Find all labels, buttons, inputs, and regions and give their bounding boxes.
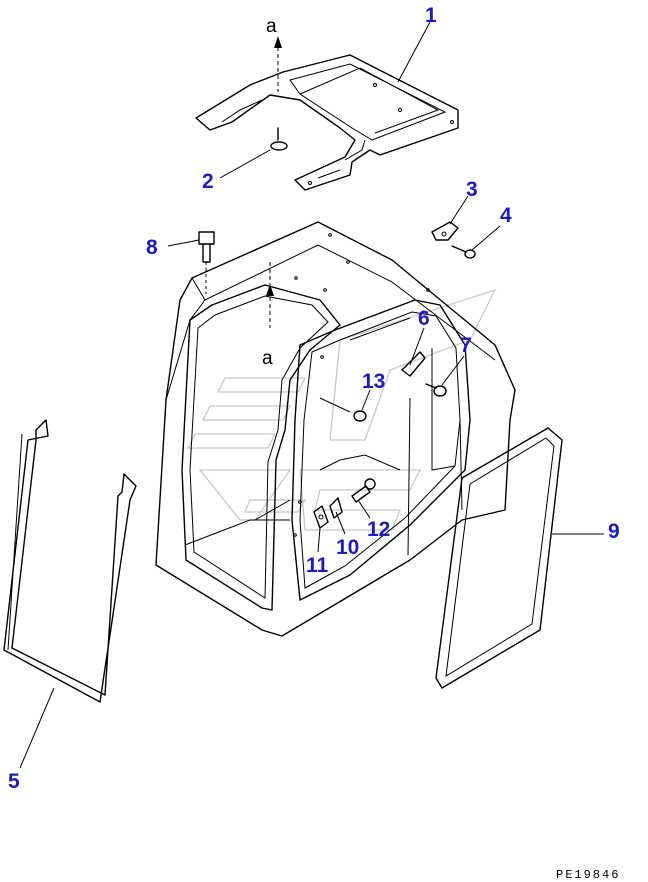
part-9-window-seal <box>435 427 563 689</box>
part-7-bolt <box>425 383 447 397</box>
view-arrow-top <box>274 36 282 92</box>
callout-11: 11 <box>306 554 329 577</box>
view-arrow-cab <box>266 262 274 328</box>
callout-labels: 1 2 3 4 5 6 7 8 9 10 11 12 13 <box>8 4 620 793</box>
callout-5: 5 <box>8 770 20 793</box>
callout-13: 13 <box>362 370 385 393</box>
part-10-plate <box>329 497 343 519</box>
view-label-cab: a <box>262 348 273 369</box>
part-8-bolt <box>198 231 215 294</box>
part-13-bolt <box>319 397 367 422</box>
view-label-top: a <box>266 16 277 37</box>
watermark-logo <box>186 288 497 531</box>
part-4-screw <box>451 245 476 259</box>
callout-12: 12 <box>367 518 390 541</box>
callout-8: 8 <box>146 236 158 259</box>
callout-3: 3 <box>466 178 478 201</box>
callout-9: 9 <box>608 520 620 543</box>
callout-10: 10 <box>336 536 359 559</box>
part-1-roof-frame <box>195 54 459 191</box>
callout-4: 4 <box>500 204 512 227</box>
part-12-bolt <box>351 478 376 503</box>
leader-lines <box>19 21 604 769</box>
callout-7: 7 <box>460 334 472 357</box>
cab-body <box>155 221 516 637</box>
callout-2: 2 <box>202 170 214 193</box>
part-11-plate <box>313 505 329 529</box>
callout-1: 1 <box>425 4 437 27</box>
part-2-bolt <box>270 127 288 151</box>
part-3-bracket <box>431 221 459 241</box>
drawing-code: PE19846 <box>556 868 620 882</box>
part-5-weatherstrip <box>3 419 137 703</box>
callout-6: 6 <box>418 307 430 330</box>
part-6-latch <box>401 351 426 377</box>
